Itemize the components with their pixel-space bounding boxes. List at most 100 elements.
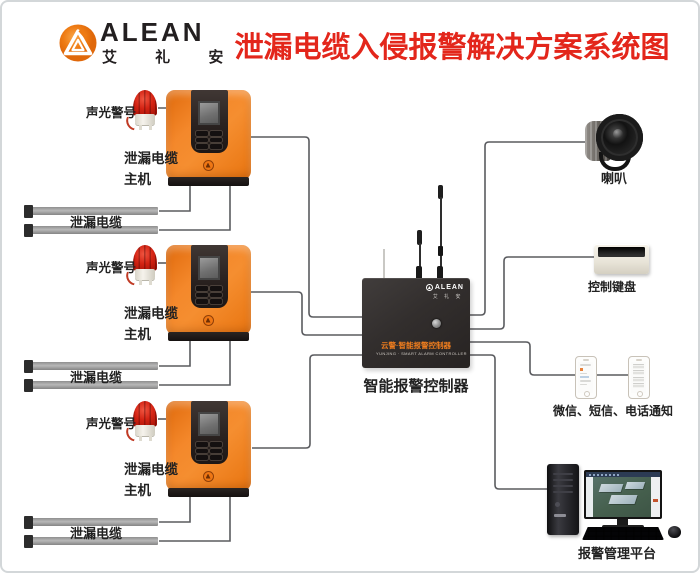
leak-cable xyxy=(24,223,158,237)
smart-alarm-controller: ALEAN 艾 礼 安 云警·智能报警控制器 YUNJING · SMART A… xyxy=(362,185,470,368)
alarm-beacon-icon xyxy=(133,401,157,427)
antenna-rod xyxy=(418,243,421,279)
monitor-stand xyxy=(617,519,628,526)
phones-label: 微信、短信、电话通知 xyxy=(552,404,673,418)
wire-host2-cable2 xyxy=(159,340,231,386)
host-group-3: 声光警号 泄漏电缆主机 泄漏电缆 xyxy=(2,401,272,563)
wire-host3-cable2 xyxy=(159,496,231,542)
horn-bracket xyxy=(599,152,631,171)
host-front-panel xyxy=(191,245,228,308)
host-screen xyxy=(198,101,220,125)
wire-host1-cable2 xyxy=(159,185,231,231)
phone-wechat xyxy=(575,356,597,399)
brand-name: ALEAN xyxy=(100,17,205,47)
map-left-panel xyxy=(586,477,593,517)
keypad-display xyxy=(598,247,645,257)
speaker-label: 喇叭 xyxy=(600,171,627,186)
cable-label: 泄漏电缆 xyxy=(70,215,123,230)
host-base xyxy=(168,177,249,186)
controller-panel-text: 云警·智能报警控制器 YUNJING · SMART ALARM CONTROL… xyxy=(376,341,467,356)
computer-mouse xyxy=(668,526,681,538)
cable-end-cap xyxy=(24,223,33,237)
phone-screen xyxy=(631,362,646,393)
page-title: 泄漏电缆入侵报警解决方案系统图 xyxy=(234,32,670,64)
host-keypad xyxy=(195,441,225,461)
beacon-base xyxy=(135,425,155,436)
leak-cable xyxy=(24,359,158,373)
horn-front xyxy=(596,114,643,161)
antenna-tall xyxy=(437,185,443,199)
leak-cable-host xyxy=(166,401,251,497)
cable-end-cap xyxy=(24,515,33,529)
beacon-leg xyxy=(139,125,142,130)
controller-brand: ALEAN xyxy=(425,284,464,291)
antenna-base xyxy=(416,266,422,279)
cable-end-cap xyxy=(24,534,33,548)
host-keypad xyxy=(195,130,225,150)
host-label: 泄漏电缆主机 xyxy=(124,151,178,187)
wire-host2-controller xyxy=(250,291,363,336)
beacon-leg xyxy=(139,280,142,285)
leak-cable xyxy=(24,378,158,392)
leak-cable-host xyxy=(166,245,251,341)
alarm-beacon-icon xyxy=(133,90,157,116)
wire-antenna xyxy=(383,249,385,279)
leak-cable-host xyxy=(166,90,251,186)
wire-controller-computer xyxy=(469,354,548,490)
cable-label: 泄漏电缆 xyxy=(70,526,123,541)
horn-speaker xyxy=(582,112,646,184)
tower-brand-logo xyxy=(554,514,566,517)
lock-icon xyxy=(432,319,441,328)
beacon-label: 声光警号 xyxy=(86,261,137,275)
map-right-panel xyxy=(651,477,660,517)
beacon-leg xyxy=(149,125,152,130)
beacon-leg xyxy=(139,436,142,441)
cable-label: 泄漏电缆 xyxy=(70,370,123,385)
host-brand-logo xyxy=(203,471,214,482)
desktop-tower xyxy=(547,464,579,535)
beacon-leg xyxy=(149,436,152,441)
host-label: 泄漏电缆主机 xyxy=(124,462,178,498)
wire-host1-cable1 xyxy=(159,185,191,212)
tower-power-button xyxy=(555,502,560,507)
wire-host3-controller xyxy=(252,354,363,449)
host-group-1: 声光警号 泄漏电缆主机 泄漏电缆 xyxy=(2,90,272,252)
cable-end-cap xyxy=(24,359,33,373)
computer-label: 报警管理平台 xyxy=(577,546,656,561)
host-group-2: 声光警号 泄漏电缆主机 泄漏电缆 xyxy=(2,245,272,407)
alarm-management-computer xyxy=(542,460,692,542)
beacon-leg xyxy=(149,280,152,285)
control-keypad xyxy=(594,244,649,274)
beacon-base xyxy=(135,269,155,280)
host-front-panel xyxy=(191,90,228,153)
monitor xyxy=(584,470,662,519)
beacon-label: 声光警号 xyxy=(86,106,137,120)
host-front-panel xyxy=(191,401,228,464)
phone-screen xyxy=(578,362,593,393)
alean-mini-logo-icon xyxy=(425,284,433,291)
keypad-label: 控制键盘 xyxy=(587,280,636,294)
host-base xyxy=(168,332,249,341)
controller-label: 智能报警控制器 xyxy=(363,378,469,395)
host-screen xyxy=(198,256,220,280)
leak-cable xyxy=(24,515,158,529)
cable-end-cap xyxy=(24,204,33,218)
wire-controller-keypad xyxy=(469,256,595,330)
host-keypad xyxy=(195,285,225,305)
host-screen xyxy=(198,412,220,436)
leak-cable xyxy=(24,204,158,218)
alean-logo-icon xyxy=(59,24,97,62)
wire-controller-phones xyxy=(469,341,576,376)
phone-sms xyxy=(628,356,650,399)
host-label: 泄漏电缆主机 xyxy=(124,306,178,342)
wire-controller-speaker xyxy=(469,141,588,316)
monitor-screen-map xyxy=(586,472,660,517)
controller-brand-cn: 艾 礼 安 xyxy=(432,294,463,300)
alarm-beacon-icon xyxy=(133,245,157,271)
leak-cable xyxy=(24,534,158,548)
wire-host3-cable1 xyxy=(159,496,191,523)
wire-host1-controller xyxy=(251,136,363,318)
host-base xyxy=(168,488,249,497)
